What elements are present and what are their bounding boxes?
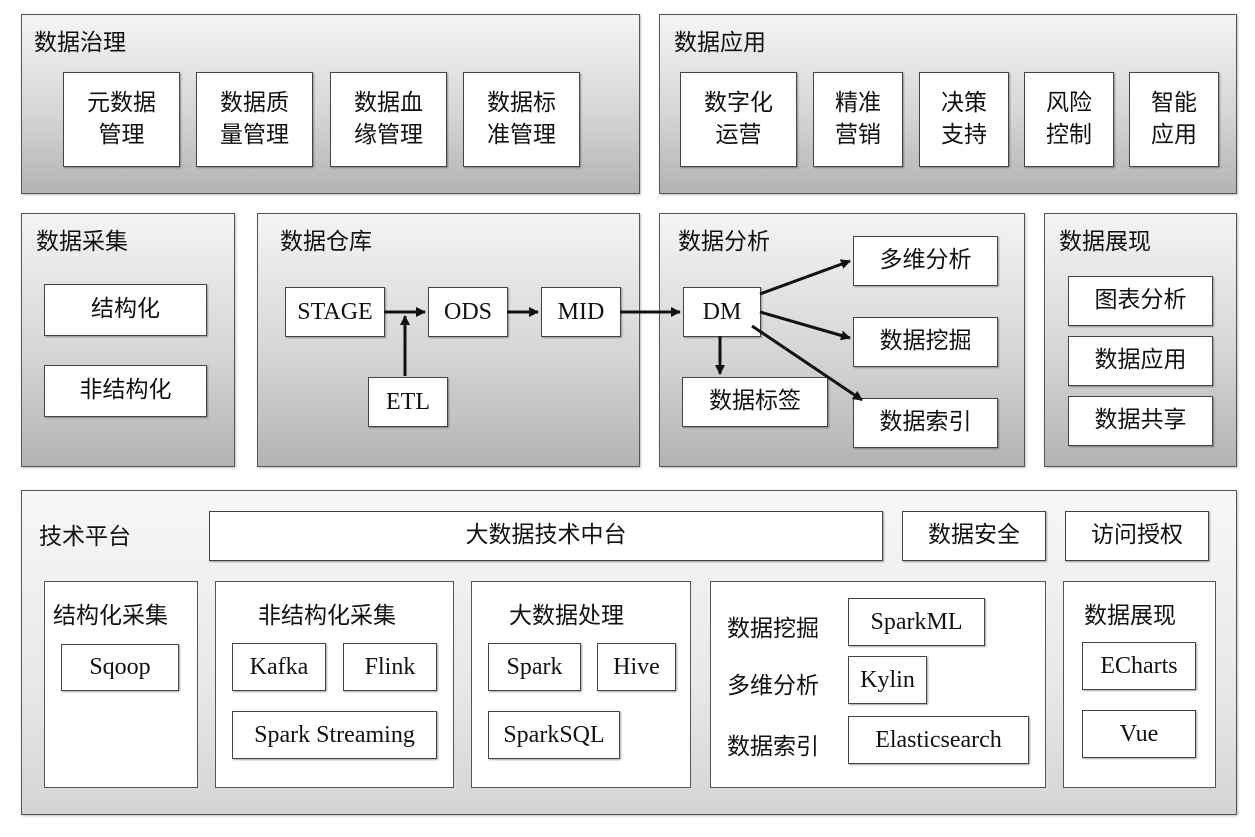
data-mining-label: 数据挖掘 bbox=[727, 616, 819, 642]
data-lineage-management-box: 数据血 缘管理 bbox=[330, 72, 447, 167]
etl-box: ETL bbox=[368, 377, 448, 427]
application-panel: 数据应用 数字化 运营 精准 营销 决策 支持 风险 控制 智能 应用 bbox=[659, 14, 1237, 194]
risk-control-box: 风险 控制 bbox=[1024, 72, 1114, 167]
data-security-box: 数据安全 bbox=[902, 511, 1046, 561]
governance-panel: 数据治理 元数据 管理 数据质 量管理 数据血 缘管理 数据标 准管理 bbox=[21, 14, 640, 194]
collection-panel: 数据采集 结构化 非结构化 bbox=[21, 213, 235, 467]
analysis-title: 数据分析 bbox=[678, 229, 770, 255]
spark-streaming-box: Spark Streaming bbox=[232, 711, 437, 759]
decision-support-box: 决策 支持 bbox=[919, 72, 1009, 167]
data-standard-management-box: 数据标 准管理 bbox=[463, 72, 580, 167]
analysis-panel: 数据分析 DM 数据标签 多维分析 数据挖掘 数据索引 bbox=[659, 213, 1025, 467]
kylin-box: Kylin bbox=[848, 656, 927, 704]
chart-analysis-box: 图表分析 bbox=[1068, 276, 1213, 326]
big-data-processing-group: 大数据处理 Spark Hive SparkSQL bbox=[471, 581, 691, 788]
presentation-panel: 数据展现 图表分析 数据应用 数据共享 bbox=[1044, 213, 1237, 467]
data-mining-box: 数据挖掘 bbox=[853, 317, 998, 367]
ods-box: ODS bbox=[428, 287, 508, 337]
spark-box: Spark bbox=[488, 643, 581, 691]
mid-box: MID bbox=[541, 287, 621, 337]
kafka-box: Kafka bbox=[232, 643, 326, 691]
unstructured-box: 非结构化 bbox=[44, 365, 207, 417]
elasticsearch-box: Elasticsearch bbox=[848, 716, 1029, 764]
platform-title: 技术平台 bbox=[39, 524, 131, 550]
data-index-label: 数据索引 bbox=[727, 734, 819, 760]
vue-box: Vue bbox=[1082, 710, 1196, 758]
echarts-box: ECharts bbox=[1082, 642, 1196, 690]
olap-box: 多维分析 bbox=[853, 236, 998, 286]
warehouse-title: 数据仓库 bbox=[280, 229, 372, 255]
flink-box: Flink bbox=[343, 643, 437, 691]
application-title: 数据应用 bbox=[674, 30, 766, 56]
data-index-box: 数据索引 bbox=[853, 398, 998, 448]
data-quality-management-box: 数据质 量管理 bbox=[196, 72, 313, 167]
collection-title: 数据采集 bbox=[36, 229, 128, 255]
digital-operation-box: 数字化 运营 bbox=[680, 72, 797, 167]
dm-box: DM bbox=[683, 287, 761, 337]
analytics-tools-group: 数据挖掘 SparkML 多维分析 Kylin 数据索引 Elasticsear… bbox=[710, 581, 1046, 788]
unstructured-collection-group: 非结构化采集 Kafka Flink Spark Streaming bbox=[215, 581, 454, 788]
platform-panel: 技术平台 大数据技术中台 数据安全 访问授权 结构化采集 Sqoop 非结构化采… bbox=[21, 490, 1237, 815]
big-data-middle-platform-box: 大数据技术中台 bbox=[209, 511, 883, 561]
intelligent-application-box: 智能 应用 bbox=[1129, 72, 1219, 167]
data-application-box: 数据应用 bbox=[1068, 336, 1213, 386]
data-sharing-box: 数据共享 bbox=[1068, 396, 1213, 446]
governance-title: 数据治理 bbox=[34, 30, 126, 56]
big-data-processing-title: 大数据处理 bbox=[509, 603, 624, 629]
sparkml-box: SparkML bbox=[848, 598, 985, 646]
olap-label: 多维分析 bbox=[727, 673, 819, 699]
stage-box: STAGE bbox=[285, 287, 385, 337]
hive-box: Hive bbox=[597, 643, 676, 691]
access-authorization-box: 访问授权 bbox=[1065, 511, 1209, 561]
display-tools-group: 数据展现 ECharts Vue bbox=[1063, 581, 1216, 788]
data-tag-box: 数据标签 bbox=[682, 377, 828, 427]
sparksql-box: SparkSQL bbox=[488, 711, 620, 759]
presentation-title: 数据展现 bbox=[1059, 229, 1151, 255]
structured-collection-group: 结构化采集 Sqoop bbox=[44, 581, 198, 788]
warehouse-panel: 数据仓库 STAGE ODS MID ETL bbox=[257, 213, 640, 467]
metadata-management-box: 元数据 管理 bbox=[63, 72, 180, 167]
sqoop-box: Sqoop bbox=[61, 644, 179, 691]
unstructured-collection-title: 非结构化采集 bbox=[258, 603, 396, 629]
precision-marketing-box: 精准 营销 bbox=[813, 72, 903, 167]
structured-box: 结构化 bbox=[44, 284, 207, 336]
display-tools-title: 数据展现 bbox=[1084, 603, 1176, 629]
structured-collection-title: 结构化采集 bbox=[53, 603, 168, 629]
